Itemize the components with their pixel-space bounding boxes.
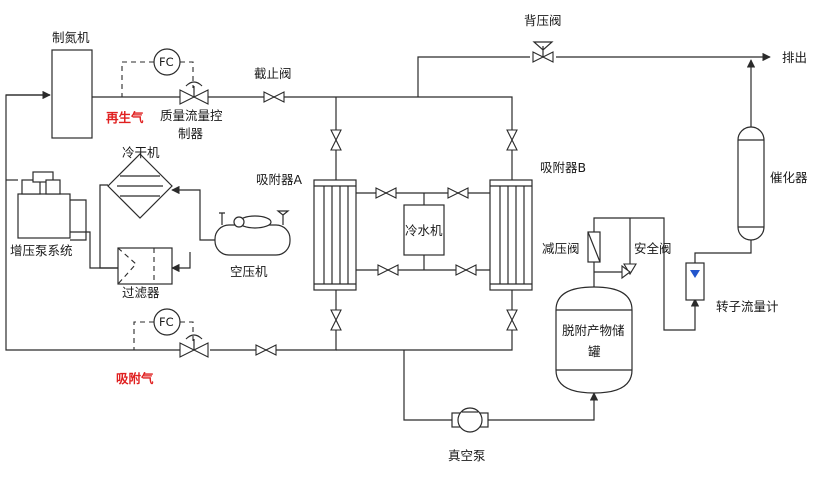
label-regen-gas: 再生气 — [106, 110, 144, 125]
label-rotameter: 转子流量计 — [716, 299, 779, 314]
label-fc-top: FC — [159, 55, 174, 69]
pipe-reducer-top — [593, 217, 630, 232]
pipe-filter-in — [171, 252, 191, 273]
mid-upper-valve-right[interactable] — [447, 187, 469, 199]
label-exhaust: 排出 — [782, 50, 807, 65]
label-stop-valve: 截止阀 — [254, 66, 292, 81]
bottom-line-valve[interactable] — [255, 344, 277, 356]
chiller[interactable] — [403, 204, 445, 256]
label-adsorber-a: 吸附器A — [256, 172, 303, 187]
label-back-pressure-valve: 背压阀 — [524, 13, 562, 28]
cold-dryer[interactable] — [107, 153, 173, 219]
label-cold-dryer: 冷干机 — [122, 145, 160, 160]
air-compressor[interactable] — [214, 210, 291, 256]
safety-valve[interactable] — [621, 263, 637, 280]
adsorber-a[interactable] — [313, 179, 357, 291]
reducing-valve[interactable] — [587, 231, 601, 263]
adsorber-b-bottom-valve[interactable] — [506, 309, 518, 331]
fc-controller-bottom[interactable] — [153, 308, 181, 336]
mid-lower-valve-left[interactable] — [377, 264, 399, 276]
label-chiller: 冷水机 — [405, 223, 443, 238]
catalyst[interactable] — [737, 126, 765, 241]
mid-upper-valve-left[interactable] — [375, 187, 397, 199]
pipe-comp-to-dryer — [171, 185, 215, 241]
mfc-valve-bottom[interactable] — [179, 334, 209, 358]
label-reducing-valve: 减压阀 — [542, 241, 580, 256]
signal-fc-top — [121, 61, 154, 97]
signal-fc-bottom-valve — [180, 321, 194, 341]
label-nitrogen-generator: 制氮机 — [52, 30, 90, 45]
filter[interactable] — [117, 247, 173, 285]
desorb-product-tank[interactable] — [555, 286, 633, 394]
pipe-catalyst-to-rotameter — [694, 240, 752, 263]
label-adsorb-gas: 吸附气 — [116, 371, 154, 386]
rotameter[interactable] — [685, 262, 705, 301]
adsorber-a-top-valve[interactable] — [330, 129, 342, 151]
adsorber-a-bottom-valve[interactable] — [330, 309, 342, 331]
mfc-valve-top[interactable] — [179, 81, 209, 105]
pipe-to-vacuum — [403, 350, 452, 421]
pipe-booster-loop — [70, 199, 87, 241]
adsorber-b[interactable] — [489, 179, 533, 291]
label-safety-valve: 安全阀 — [634, 241, 672, 256]
pipe-to-bpv — [417, 56, 530, 97]
label-mfc-line1: 质量流量控 — [160, 108, 223, 123]
pipe-filter-to-booster — [70, 231, 118, 269]
label-mfc-line2: 制器 — [178, 126, 204, 141]
label-air-compressor: 空压机 — [230, 264, 268, 279]
label-desorb-tank-line2: 罐 — [588, 344, 601, 359]
label-catalyst: 催化器 — [770, 170, 808, 185]
fc-controller-top[interactable] — [153, 48, 181, 76]
label-vacuum-pump: 真空泵 — [448, 448, 486, 463]
vacuum-pump[interactable] — [451, 407, 489, 433]
booster-pump-system[interactable] — [17, 171, 71, 239]
pipe-top-manifold — [208, 96, 513, 130]
pipe-vacuum-to-tank — [488, 392, 599, 421]
piping — [5, 52, 771, 421]
label-desorb-tank-line1: 脱附产物储 — [562, 323, 625, 338]
pipe-rotameter-loop — [630, 217, 696, 331]
mid-lower-valve-right[interactable] — [455, 264, 477, 276]
label-filter: 过滤器 — [122, 285, 160, 300]
label-fc-bottom: FC — [159, 315, 174, 329]
signal-fc-bottom — [133, 321, 154, 350]
signal-fc-top-valve — [180, 61, 194, 88]
stop-valve[interactable] — [263, 91, 285, 103]
adsorber-b-top-valve[interactable] — [506, 129, 518, 151]
back-pressure-valve[interactable] — [532, 41, 554, 63]
pipe-b-bottom-loop — [336, 330, 513, 351]
label-adsorber-b: 吸附器B — [540, 160, 586, 175]
pipe-dryer-to-filter — [99, 184, 118, 269]
nitrogen-generator[interactable] — [51, 49, 93, 139]
label-booster-pump: 增压泵系统 — [10, 243, 73, 258]
